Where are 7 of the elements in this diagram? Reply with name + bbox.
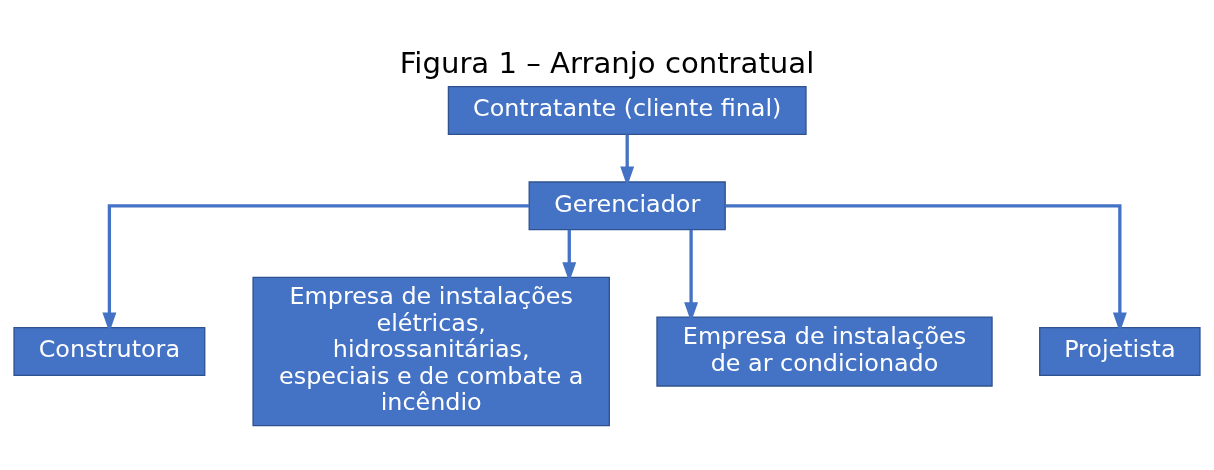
node-box: Construtora xyxy=(13,327,206,377)
node-box: Gerenciador xyxy=(528,181,726,231)
node-box: Contratante (cliente final) xyxy=(447,86,807,135)
diagram-title: Figura 1 – Arranjo contratual xyxy=(399,45,815,80)
node-box: Empresa de instalações elétricas, hidrossanitárias, especiais e de combate a incêndio xyxy=(252,276,610,427)
node-box: Empresa de instalações de ar condicionado xyxy=(656,316,993,387)
node-box: Projetista xyxy=(1039,327,1201,377)
